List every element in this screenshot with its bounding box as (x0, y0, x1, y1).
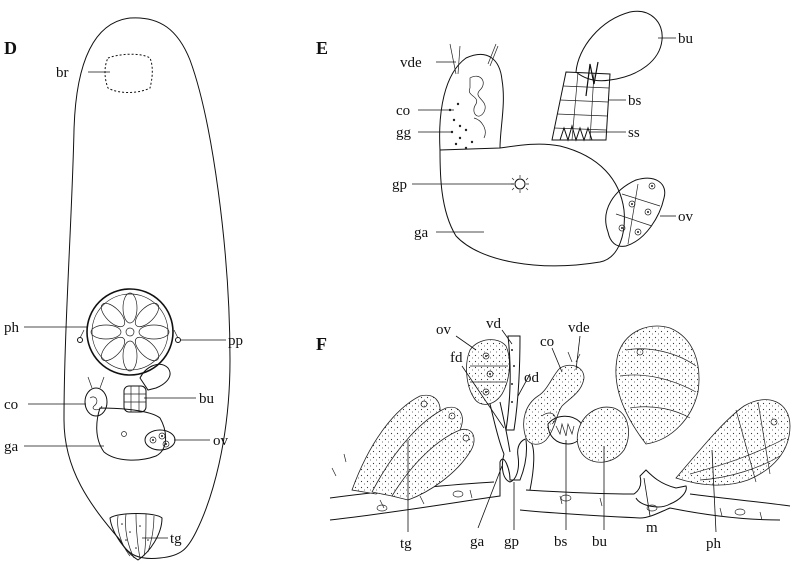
f-glands (351, 394, 475, 501)
e-label-ss: ss (628, 125, 640, 141)
panel-letter-f: F (316, 334, 327, 354)
d-label-bu: bu (199, 391, 215, 407)
f-label-od: od (524, 370, 540, 386)
f-label-bs: bs (554, 534, 568, 550)
panel-e: E vde co gg bu (316, 10, 694, 267)
e-ovary (605, 177, 666, 247)
d-terminal-glands (109, 513, 163, 561)
e-label-ga: ga (414, 225, 429, 241)
panel-d: D br ph (4, 17, 243, 561)
panel-letter-e: E (316, 38, 328, 58)
f-label-m: m (646, 520, 658, 536)
d-ovary (144, 429, 176, 451)
e-label-gp: gp (392, 177, 407, 193)
d-label-ph: ph (4, 320, 20, 336)
f-label-ph: ph (706, 536, 722, 552)
d-genital-atrium (96, 407, 166, 461)
d-label-co: co (4, 397, 18, 413)
f-label-ov: ov (436, 322, 452, 338)
f-genital-atrium (501, 438, 535, 491)
d-label-ov: ov (213, 433, 229, 449)
e-bursal-stalk (551, 61, 611, 142)
f-bursa (547, 406, 629, 463)
d-copulatory-organ (84, 376, 108, 417)
f-vas-deferens (505, 335, 521, 431)
f-pharynx (615, 325, 791, 486)
panel-letter-d: D (4, 38, 17, 58)
d-bursa (123, 363, 171, 413)
e-label-vde: vde (400, 55, 422, 71)
f-label-fd: fd (450, 350, 463, 366)
d-body-outline (63, 17, 231, 559)
e-label-bs: bs (628, 93, 642, 109)
f-copulatory-organ (523, 351, 585, 445)
d-label-ga: ga (4, 439, 19, 455)
f-label-co: co (540, 334, 554, 350)
e-label-gg: gg (396, 125, 412, 141)
f-label-ga: ga (470, 534, 485, 550)
d-brain (104, 53, 153, 93)
f-label-bu: bu (592, 534, 608, 550)
d-pharynx (86, 288, 174, 376)
e-genital-atrium (439, 143, 625, 267)
f-label-gp: gp (504, 534, 519, 550)
e-bursa (575, 10, 663, 82)
f-label-vde: vde (568, 320, 590, 336)
e-label-co: co (396, 103, 410, 119)
f-label-vd: vd (486, 316, 502, 332)
panel-f: F tg (316, 316, 791, 552)
e-label-ov: ov (678, 209, 694, 225)
f-label-tg: tg (400, 536, 412, 552)
e-label-bu: bu (678, 31, 694, 47)
d-label-pp: pp (228, 333, 243, 349)
e-copulatory-organ (439, 43, 504, 151)
d-label-br: br (56, 65, 69, 81)
d-label-tg: tg (170, 531, 182, 547)
